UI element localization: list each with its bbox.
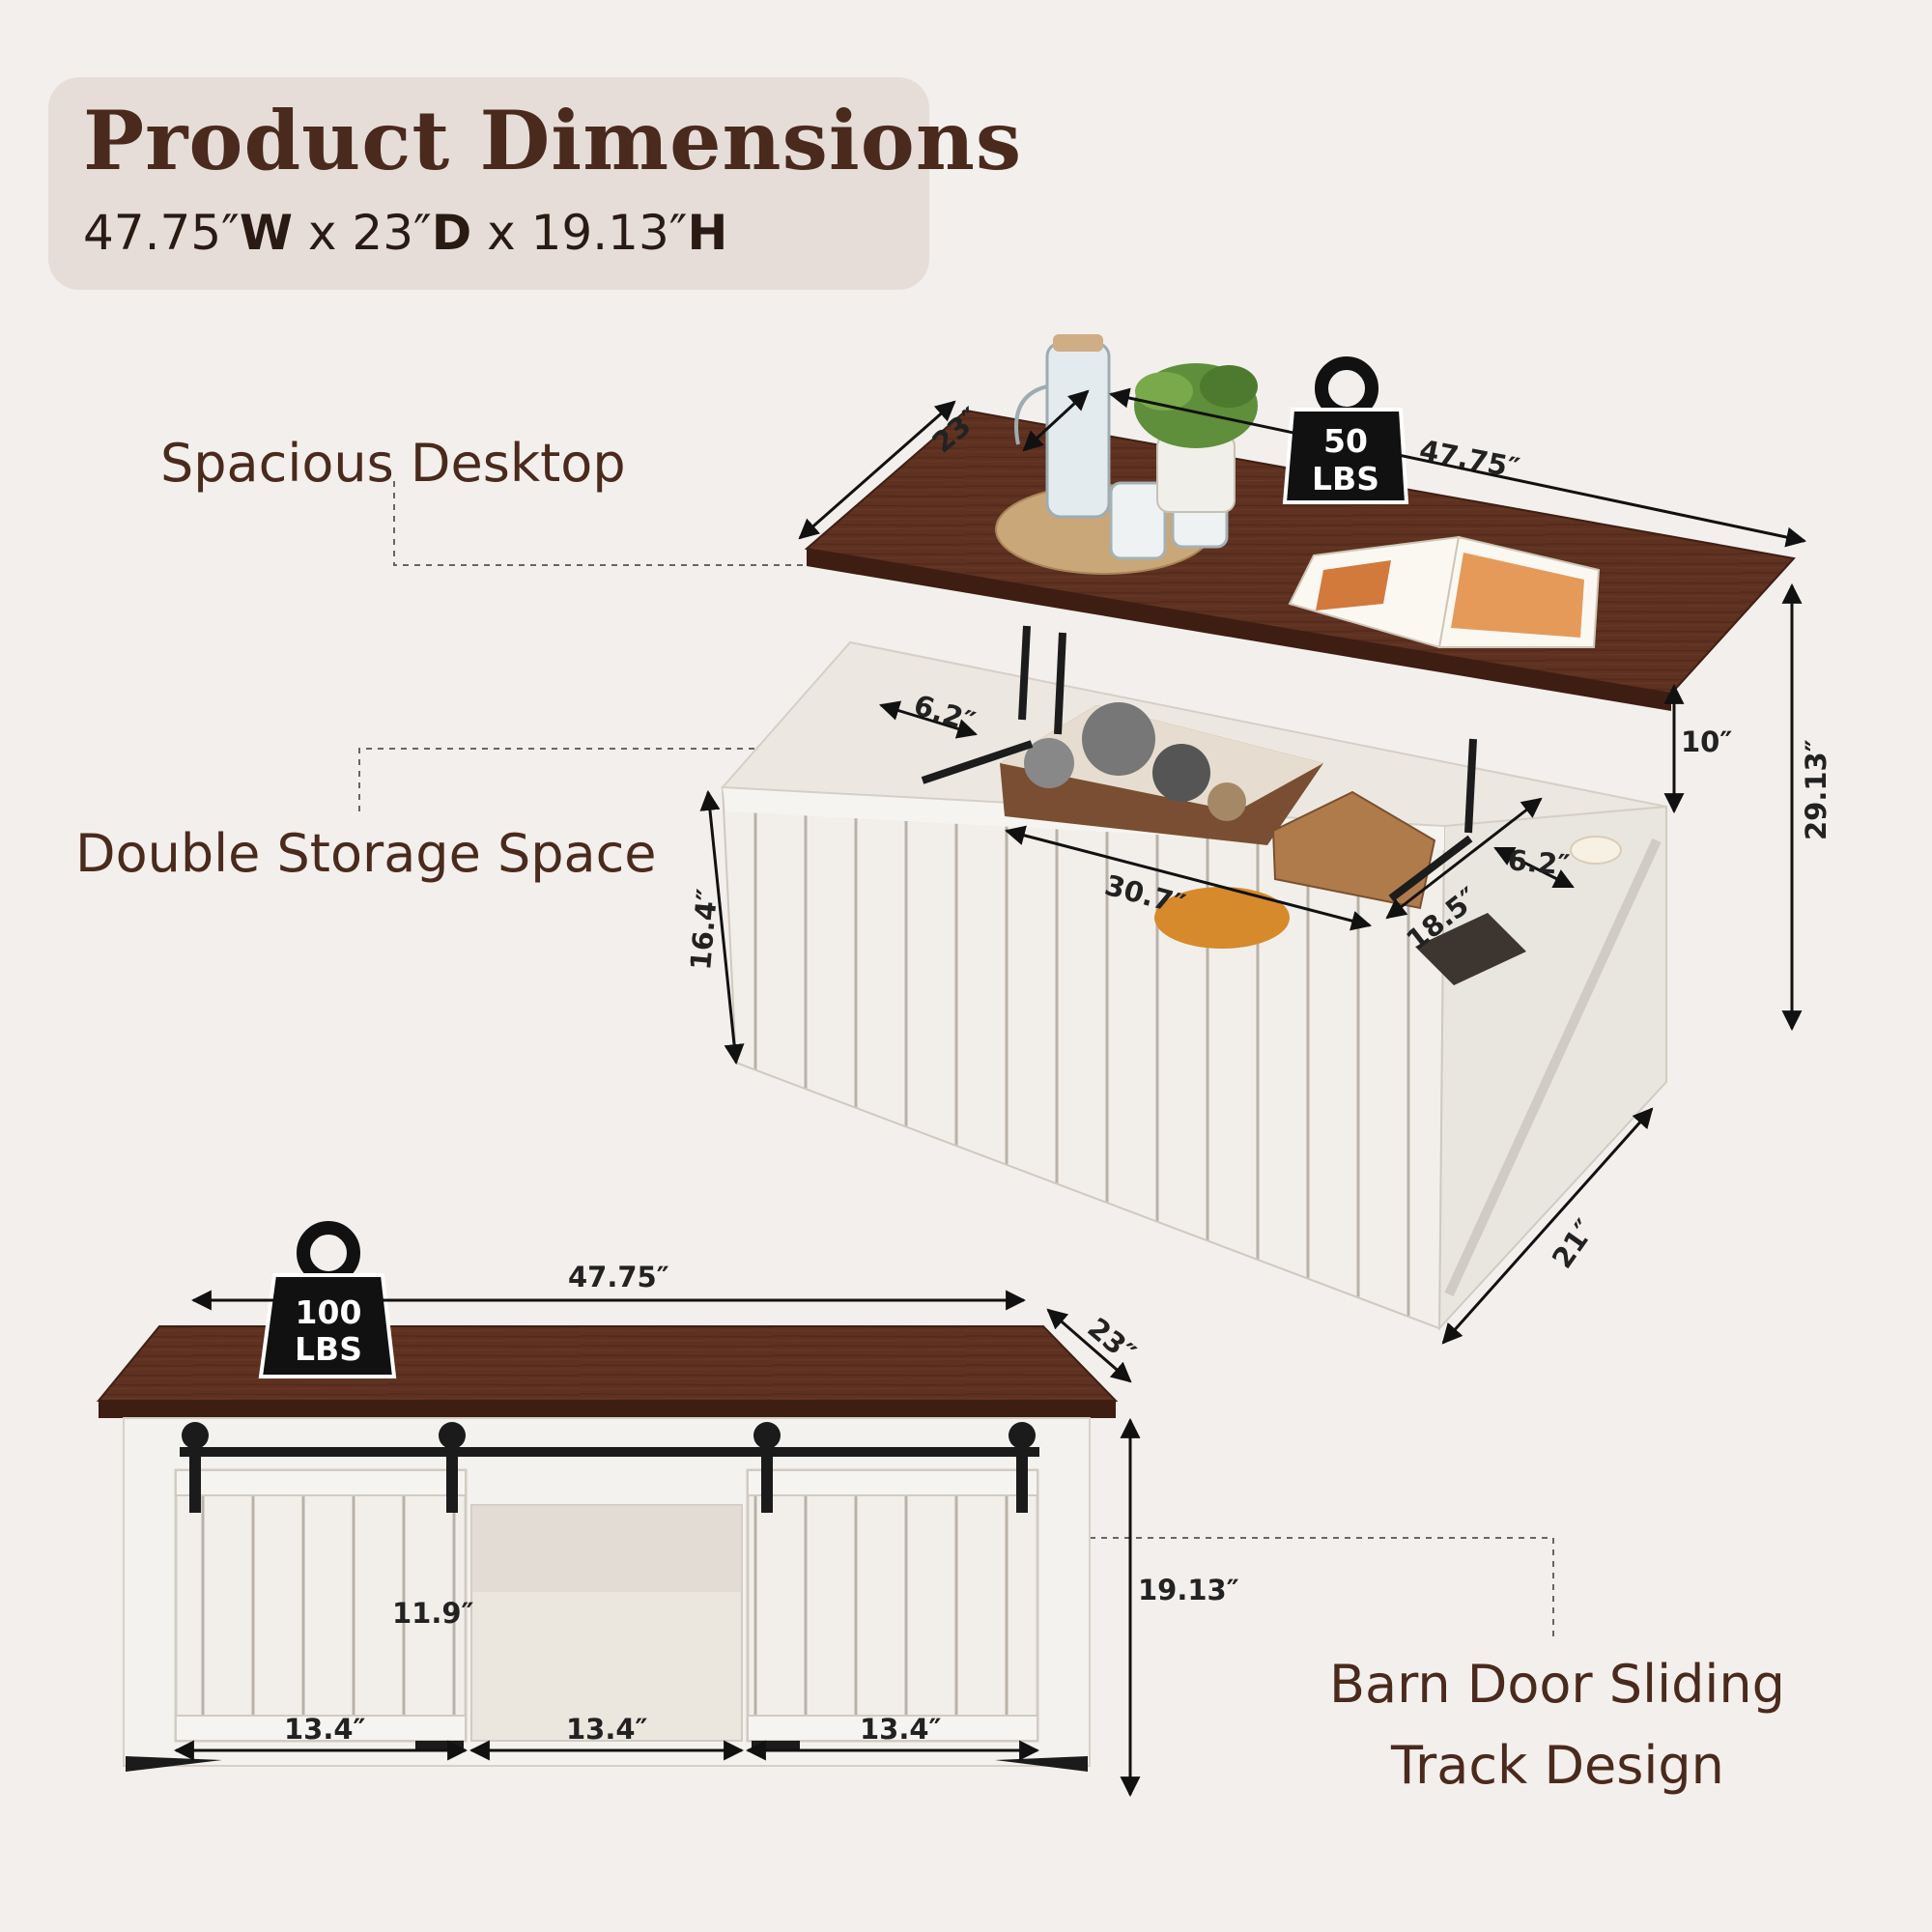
dim-front-width: 47.75″ bbox=[568, 1261, 669, 1293]
basket-with-decor bbox=[1000, 702, 1323, 845]
callout-spacious-desktop: Spacious Desktop bbox=[160, 433, 626, 494]
leader-barn bbox=[1020, 1537, 1554, 1642]
dim-door-right: 13.4″ bbox=[860, 1713, 942, 1746]
picture-frame bbox=[1415, 913, 1526, 985]
lift-top-table bbox=[720, 334, 1796, 1331]
height-value: 19.13″ bbox=[530, 205, 688, 261]
callout-barn-door-line1: Barn Door Sliding bbox=[1329, 1654, 1785, 1715]
door-hangers bbox=[182, 1422, 1036, 1513]
front-desktop-edge bbox=[99, 1401, 1116, 1418]
dim-total-height: 29.13″ bbox=[1800, 739, 1833, 840]
dim-body-height: 16.4″ bbox=[684, 887, 724, 971]
dim-front-height: 19.13″ bbox=[1138, 1574, 1239, 1606]
dim-opening: 13.4″ bbox=[566, 1713, 648, 1746]
separator-1: x bbox=[307, 205, 337, 261]
open-magazine bbox=[1288, 535, 1601, 649]
height-letter: H bbox=[687, 205, 728, 261]
page-title: Product Dimensions bbox=[83, 93, 1023, 188]
front-desktop-top bbox=[96, 1325, 1119, 1402]
depth-letter: D bbox=[431, 205, 472, 261]
dim-inner-height: 11.9″ bbox=[392, 1597, 474, 1630]
leader-storage bbox=[358, 748, 829, 811]
dim-top-width: 47.75″ bbox=[1417, 433, 1522, 484]
desktop-edge bbox=[807, 549, 1671, 711]
sliding-track bbox=[180, 1447, 1039, 1457]
width-letter: W bbox=[239, 205, 293, 261]
candle bbox=[1570, 836, 1622, 865]
right-barn-door bbox=[746, 1468, 1039, 1743]
dim-front-depth: 23″ bbox=[1082, 1311, 1143, 1369]
weight-50-unit: LBS bbox=[1312, 460, 1379, 497]
top-view-dimension-lines bbox=[699, 387, 1807, 1345]
front-view-dimension-lines bbox=[173, 1290, 1141, 1798]
weight-100-unit: LBS bbox=[295, 1330, 362, 1368]
dim-lift-height: 10″ bbox=[1681, 725, 1732, 758]
callout-barn-door-line2: Track Design bbox=[1391, 1735, 1724, 1796]
width-value: 47.75″ bbox=[83, 205, 240, 261]
overall-dimensions: 47.75″W x 23″D x 19.13″H bbox=[83, 205, 727, 261]
leader-desktop bbox=[393, 481, 908, 566]
weight-50-value: 50 bbox=[1323, 422, 1368, 460]
depth-value: 23″ bbox=[352, 205, 432, 261]
title-banner bbox=[48, 77, 929, 290]
dim-door-left: 13.4″ bbox=[284, 1713, 366, 1746]
callout-double-storage: Double Storage Space bbox=[75, 823, 657, 884]
separator-2: x bbox=[487, 205, 516, 261]
barn-door-table bbox=[96, 1325, 1119, 1772]
dim-base-depth: 21″ bbox=[1546, 1213, 1602, 1274]
weight-100-value: 100 bbox=[296, 1293, 362, 1331]
dim-side-right: 6.2″ bbox=[1506, 843, 1571, 881]
